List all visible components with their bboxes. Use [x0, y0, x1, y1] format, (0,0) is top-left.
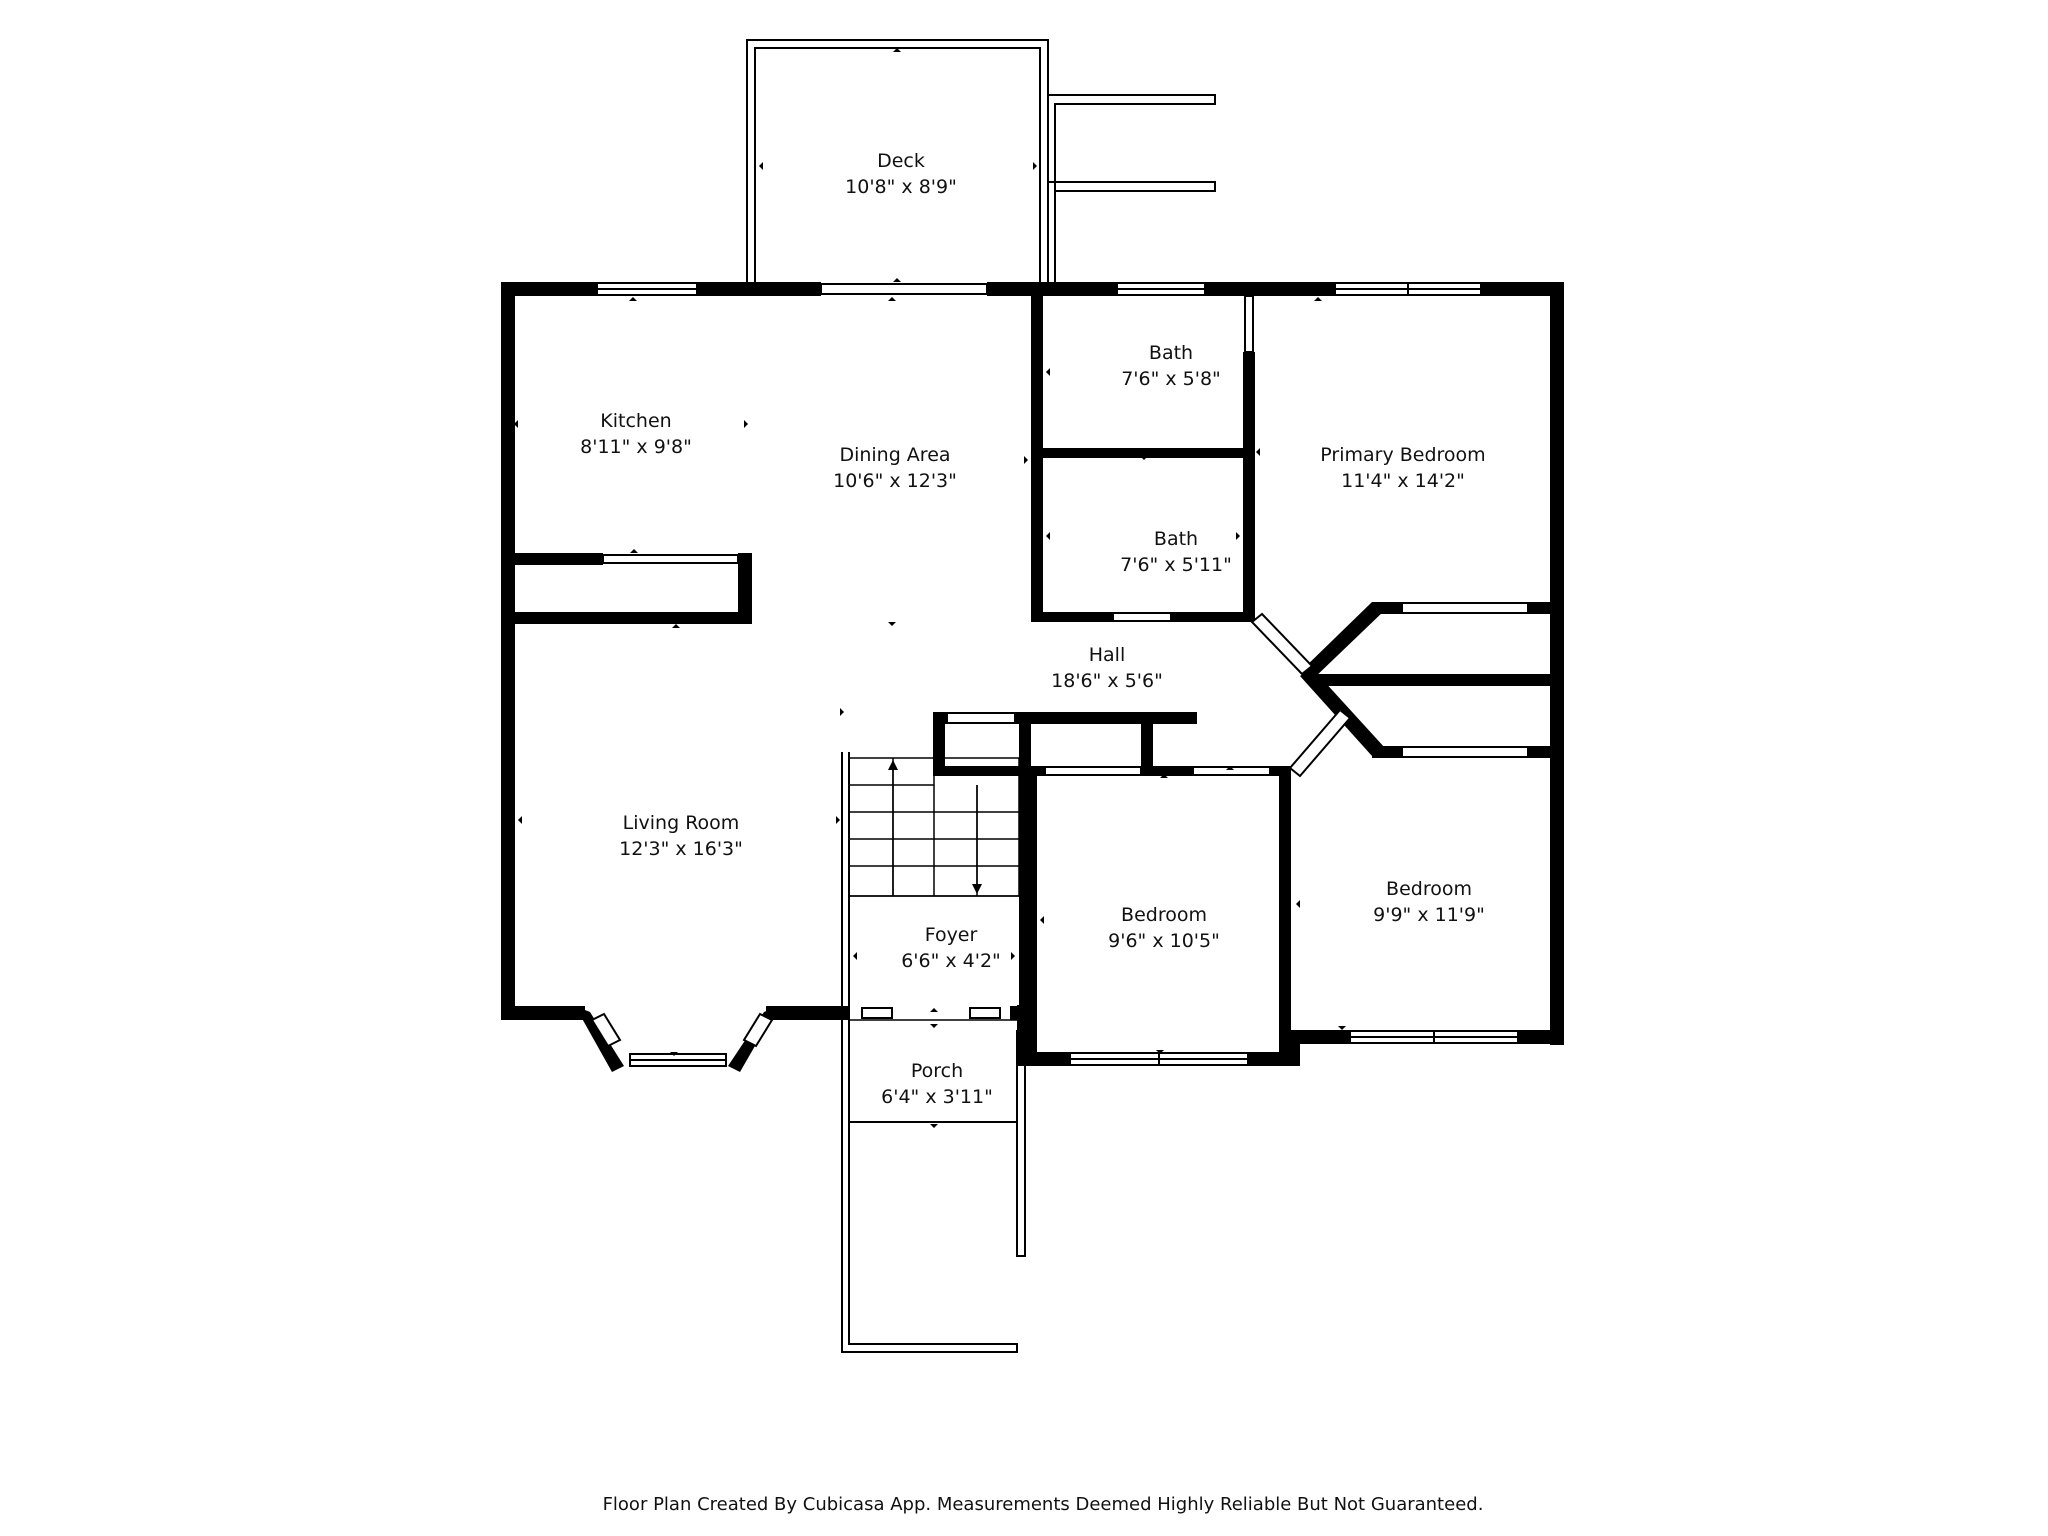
- bedroom-center-name: Bedroom: [1121, 904, 1207, 926]
- porch-name: Porch: [911, 1060, 963, 1082]
- foyer-dims: 6'6" x 4'2": [901, 950, 1001, 972]
- living-room-name: Living Room: [623, 812, 740, 834]
- living-room-dims: 12'3" x 16'3": [619, 838, 743, 860]
- deck-name: Deck: [877, 150, 925, 172]
- bath-lower-name: Bath: [1154, 528, 1198, 550]
- bedroom-right-dims: 9'9" x 11'9": [1373, 904, 1485, 926]
- deck-outline: [746, 39, 1216, 284]
- kitchen-name: Kitchen: [600, 410, 671, 432]
- bath-upper-dims: 7'6" x 5'8": [1121, 368, 1221, 390]
- dining-dims: 10'6" x 12'3": [833, 470, 957, 492]
- primary-bedroom-dims: 11'4" x 14'2": [1341, 470, 1465, 492]
- deck-dims: 10'8" x 8'9": [845, 176, 957, 198]
- porch-dims: 6'4" x 3'11": [881, 1086, 993, 1108]
- porch-outline: [841, 752, 1026, 1353]
- kitchen-dims: 8'11" x 9'8": [580, 436, 692, 458]
- footer-disclaimer: Floor Plan Created By Cubicasa App. Meas…: [603, 1494, 1484, 1515]
- bedroom-center-dims: 9'6" x 10'5": [1108, 930, 1220, 952]
- interior-walls: [501, 282, 1564, 1064]
- foyer-name: Foyer: [925, 924, 978, 946]
- primary-bedroom-name: Primary Bedroom: [1320, 444, 1485, 466]
- hall-name: Hall: [1089, 644, 1126, 666]
- bedroom-right-name: Bedroom: [1386, 878, 1472, 900]
- stairs: [848, 757, 1020, 1021]
- windows: [590, 282, 1519, 1067]
- dimension-markers: [514, 48, 1556, 1128]
- doors: [602, 283, 1529, 778]
- dining-name: Dining Area: [839, 444, 950, 466]
- hall-dims: 18'6" x 5'6": [1051, 670, 1163, 692]
- bath-upper-name: Bath: [1149, 342, 1193, 364]
- bath-lower-dims: 7'6" x 5'11": [1120, 554, 1232, 576]
